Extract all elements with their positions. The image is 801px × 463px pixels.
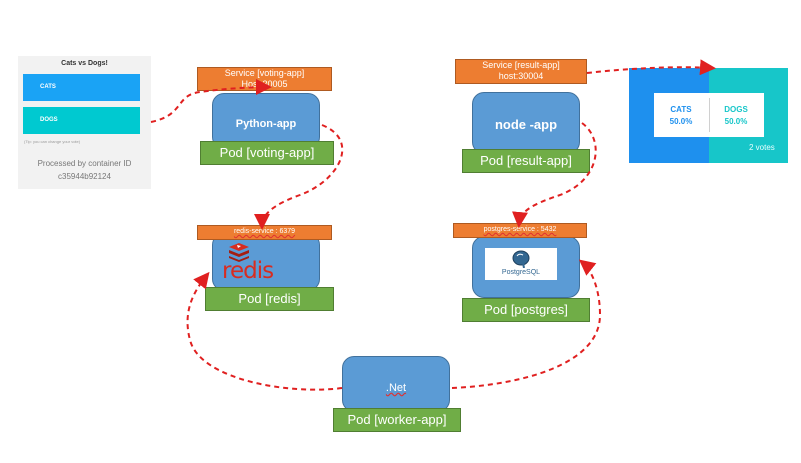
postgres-logo-box: PostgreSQL (485, 248, 557, 280)
pod-result-app: Pod [result-app] (462, 149, 590, 173)
python-app-container: Python-app (212, 93, 320, 149)
worker-container: .Net (342, 356, 450, 412)
pod-redis: Pod [redis] (205, 287, 334, 311)
arrow-python-to-redis (254, 124, 344, 230)
pod-worker-app: Pod [worker-app] (333, 408, 461, 432)
result-cats-percent: 50.0% (669, 117, 693, 126)
vote-dogs-button[interactable]: DOGS (23, 107, 140, 134)
voting-ui-tip: (Tip: you can change your vote) (24, 139, 81, 144)
voting-ui-title: Cats vs Dogs! (61, 60, 108, 67)
result-dogs-label: DOGS (724, 105, 748, 114)
worker-app-text: .Net (385, 382, 407, 394)
postgres-logo-text: PostgreSQL (501, 269, 541, 276)
python-app-label: Python-app (235, 118, 297, 130)
pod-postgres-label: Pod [postgres] (484, 302, 568, 317)
pod-postgres: Pod [postgres] (462, 298, 590, 322)
redis-service-text: redis-service : 6379 (233, 228, 296, 235)
postgres-elephant-icon (512, 250, 530, 268)
result-dogs-percent: 50.0% (724, 117, 748, 126)
container-id: c35944b92124 (58, 172, 111, 181)
voting-ui-processed: Processed by container ID c35944b92124 (18, 157, 151, 183)
redis-logo-text: redis (222, 258, 274, 284)
arrow-node-to-postgres (512, 122, 597, 228)
pod-redis-label: Pod [redis] (238, 291, 301, 306)
arrow-voting-ui-to-service (150, 79, 272, 123)
pod-voting-app: Pod [voting-app] (200, 141, 334, 165)
node-app-container: node -app (472, 92, 580, 154)
result-service-name: Service [result-app] (482, 60, 560, 70)
arrow-worker-to-redis (186, 271, 343, 391)
redis-logo-icon (228, 242, 250, 262)
arrow-service-to-result-ui (586, 59, 716, 76)
arrow-worker-to-postgres (451, 259, 602, 389)
processed-label: Processed by container ID (37, 159, 132, 168)
vote-cats-button[interactable]: CATS (23, 74, 140, 101)
result-service-port: host:30004 (498, 71, 544, 81)
result-service-label: Service [result-app] host:30004 (455, 59, 587, 84)
worker-app-label: .Net (343, 382, 449, 394)
voting-service-name: Service [voting-app] (224, 68, 305, 78)
redis-container (212, 233, 320, 291)
postgres-service-text: postgres-service : 5432 (483, 226, 557, 233)
result-votes-count: 2 votes (749, 143, 775, 152)
result-cats-label: CATS (670, 105, 692, 114)
node-app-label: node -app (494, 117, 558, 132)
result-ui-divider (709, 98, 710, 132)
